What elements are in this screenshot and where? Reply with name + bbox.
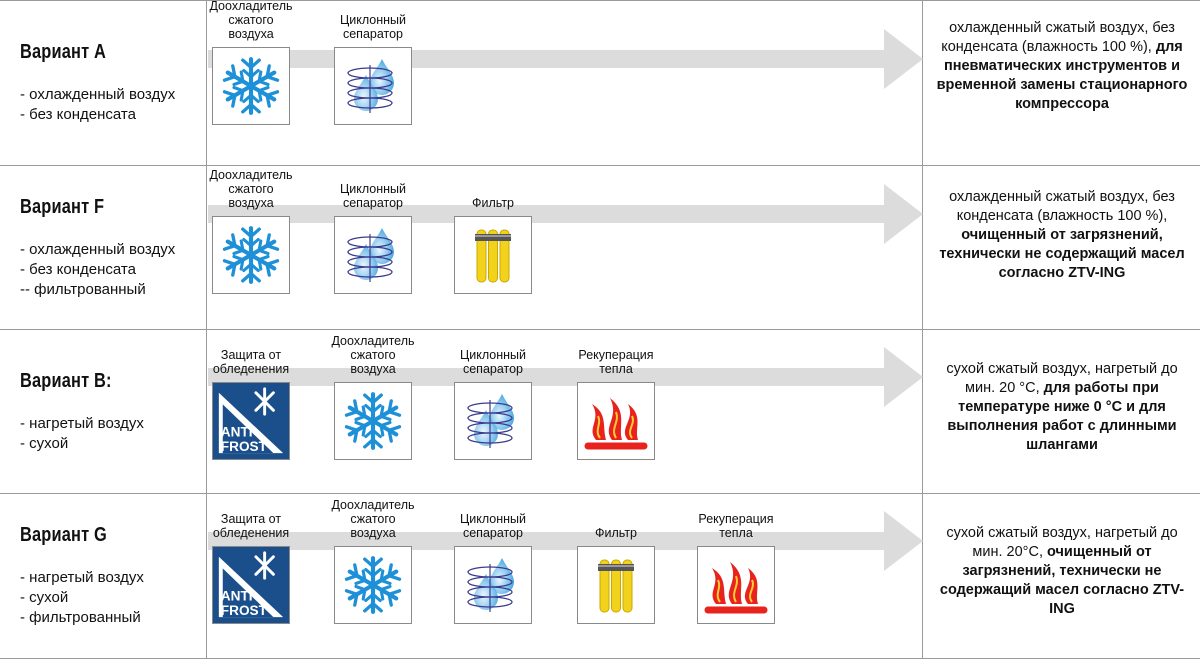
aftercooler-component: Доохладитель сжатого воздуха (328, 498, 418, 624)
heat_recovery-component: Рекуперация тепла (571, 344, 661, 460)
bullet-item: - сухой (20, 435, 69, 452)
variant-bullets: - нагретый воздух - сухой (20, 414, 144, 454)
component-label: Циклонный сепаратор (340, 13, 406, 41)
bullet-item: -- фильтрованный (20, 281, 146, 298)
variant-result: сухой сжатый воздух, нагретый до мин. 20… (924, 360, 1200, 455)
variant-title: Вариант G (20, 524, 107, 546)
cyclone-droplet-icon (334, 216, 412, 294)
cyclone-droplet-icon (454, 546, 532, 624)
filter-component: Фильтр (448, 178, 538, 294)
flow-arrow (208, 29, 923, 89)
bullet-item: - без конденсата (20, 261, 136, 278)
antifrost-component: Защита от обледенения ANTI FROST (206, 344, 296, 460)
component-label: Рекуперация тепла (578, 348, 654, 376)
antifrost-logo-text-1: ANTI (221, 425, 253, 440)
variant-result: охлажденный сжатый воздух, без конденсат… (924, 19, 1200, 114)
aftercooler-component: Доохладитель сжатого воздуха (206, 0, 296, 125)
variant-title: Вариант А (20, 41, 107, 63)
bullet-item: - охлажденный воздух (20, 86, 176, 103)
variant-result: сухой сжатый воздух, нагретый до мин. 20… (924, 524, 1200, 619)
snowflake-icon (212, 216, 290, 294)
bullet-item: - сухой (20, 589, 69, 606)
flow-arrow (208, 347, 923, 407)
filter-cartridge-icon (577, 546, 655, 624)
snowflake-icon (212, 47, 290, 125)
variant-row: Вариант G - нагретый воздух - сухой - фильт… (0, 494, 1200, 659)
result-highlight: для пневматических инструментов и времен… (936, 39, 1188, 112)
cyclone-component: Циклонный сепаратор (328, 9, 418, 125)
result-highlight: очищенный от загрязнений, технически не … (939, 544, 1185, 617)
heat_recovery-component: Рекуперация тепла (691, 508, 781, 624)
antifrost-icon: ANTI FROST (212, 546, 290, 624)
antifrost-logo-text-2: FROST (221, 439, 268, 454)
filter-cartridge-icon (454, 216, 532, 294)
variant-row: Вариант B: - нагретый воздух - сухой Защита… (0, 330, 1200, 494)
result-text: охлажденный сжатый воздух, без конденсат… (949, 189, 1175, 224)
result-text: сухой сжатый воздух, нагретый до мин. 20… (946, 361, 1178, 396)
component-label: Фильтр (472, 196, 514, 210)
flame-icon (697, 546, 775, 624)
bullet-item: - без конденсата (20, 106, 136, 123)
bullet-item: - фильтрованный (20, 609, 141, 626)
cyclone-component: Циклонный сепаратор (448, 344, 538, 460)
antifrost-logo-text-1: ANTI (221, 589, 253, 604)
variant-title: Вариант F (20, 196, 105, 218)
cyclone-component: Циклонный сепаратор (328, 178, 418, 294)
variant-bullets: - охлажденный воздух - без конденсата (20, 85, 175, 125)
component-label: Доохладитель сжатого воздуха (331, 498, 415, 540)
flow-arrow (208, 511, 923, 571)
cyclone-droplet-icon (334, 47, 412, 125)
variant-bullets: - охлажденный воздух - без конденсата -- ф… (20, 240, 175, 300)
component-label: Доохладитель сжатого воздуха (331, 334, 415, 376)
cyclone-droplet-icon (454, 382, 532, 460)
snowflake-icon (334, 382, 412, 460)
component-label: Защита от обледенения (212, 348, 290, 376)
flow-arrow (208, 184, 923, 244)
antifrost-icon: ANTI FROST (212, 382, 290, 460)
antifrost-logo-text-2: FROST (221, 603, 268, 618)
variant-bullets: - нагретый воздух - сухой - фильтрованный (20, 568, 144, 628)
result-highlight: для работы при температуре ниже 0 °C и д… (947, 380, 1177, 453)
bullet-item: - нагретый воздух (20, 569, 144, 586)
result-text: охлажденный сжатый воздух, без конденсат… (941, 20, 1175, 55)
variant-row: Вариант А - охлажденный воздух - без конде… (0, 0, 1200, 166)
bullet-item: - охлажденный воздух (20, 241, 176, 258)
component-label: Рекуперация тепла (698, 512, 774, 540)
flame-icon (577, 382, 655, 460)
variant-title: Вариант B: (20, 370, 112, 392)
component-label: Доохладитель сжатого воздуха (209, 168, 293, 210)
variant-row: Вариант F - охлажденный воздух - без конде… (0, 166, 1200, 330)
result-text: сухой сжатый воздух, нагретый до мин. 20… (946, 525, 1178, 560)
component-label: Доохладитель сжатого воздуха (209, 0, 293, 41)
aftercooler-component: Доохладитель сжатого воздуха (328, 334, 418, 460)
component-label: Циклонный сепаратор (340, 182, 406, 210)
variant-result: охлажденный сжатый воздух, без конденсат… (924, 188, 1200, 283)
component-label: Защита от обледенения (212, 512, 290, 540)
filter-component: Фильтр (571, 508, 661, 624)
snowflake-icon (334, 546, 412, 624)
component-label: Фильтр (595, 526, 637, 540)
aftercooler-component: Доохладитель сжатого воздуха (206, 168, 296, 294)
component-label: Циклонный сепаратор (460, 512, 526, 540)
result-highlight: очищенный от загрязнений, технически не … (939, 227, 1185, 281)
cyclone-component: Циклонный сепаратор (448, 508, 538, 624)
component-label: Циклонный сепаратор (460, 348, 526, 376)
antifrost-component: Защита от обледенения ANTI FROST (206, 508, 296, 624)
bullet-item: - нагретый воздух (20, 415, 144, 432)
